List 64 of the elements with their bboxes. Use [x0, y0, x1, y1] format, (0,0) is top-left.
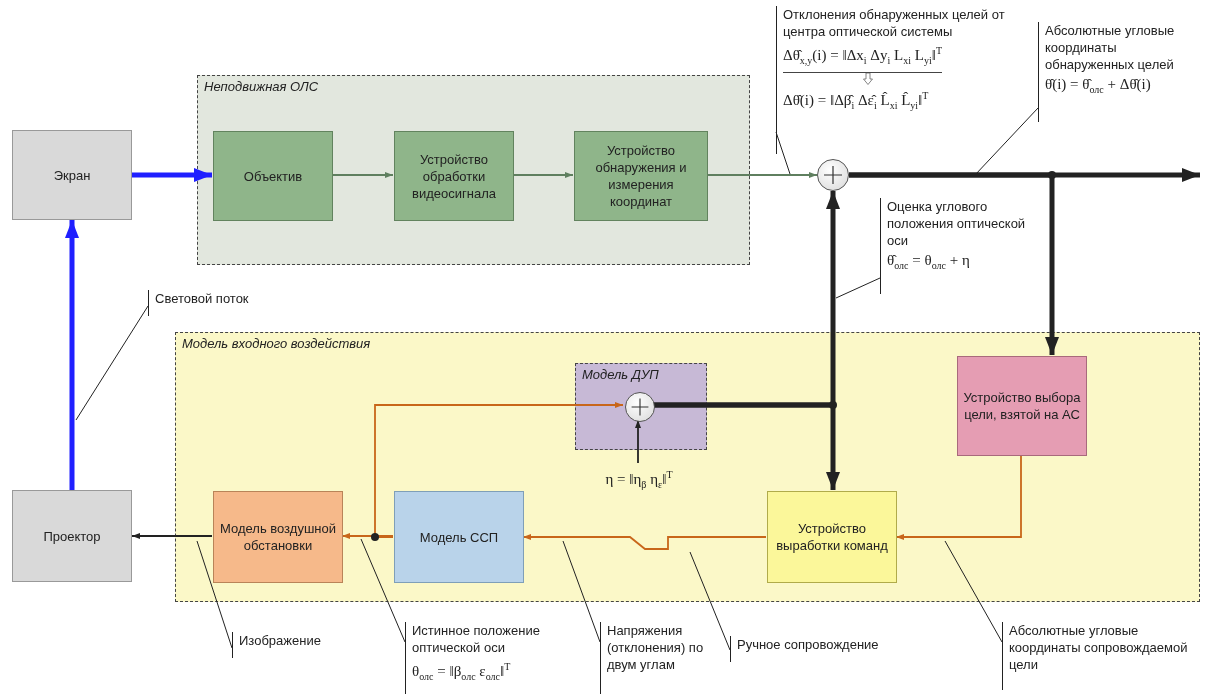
arrow [374, 402, 624, 538]
formula: θ̂$_{олс}$ = θ$_{олс}$ + η [887, 251, 970, 273]
process-block [213, 131, 333, 221]
block-label: Объектив [243, 167, 303, 185]
arrow [706, 172, 818, 178]
arrow [331, 172, 394, 178]
annotation-text: Ручное сопровождение [737, 636, 880, 653]
arrow [635, 419, 641, 464]
arrow [849, 172, 1059, 355]
formula: Δθ̂(i) = ‖Δβ̂$_{i}$ Δε̂$_{i}$ L̂$_{xi}$ L̂$_{yi}$‖$^{T}$ [783, 89, 929, 113]
process-block [213, 491, 343, 583]
leader-line [775, 131, 791, 175]
block-label: Модель воздушной обстановки [219, 520, 337, 554]
summing-junction [817, 159, 849, 191]
formula: θ̂(i) = θ̂$_{олс}$ + Δθ̂(i) [1045, 75, 1151, 97]
arrow [65, 220, 79, 490]
block-label: Устройство выбора цели, взятой на АС [962, 389, 1082, 423]
leader-line [360, 538, 406, 643]
arrow [895, 454, 1022, 540]
annotation-text: Абсолютные угловые координаты сопровождаемой цели [1009, 622, 1189, 673]
leader-line [562, 540, 601, 643]
arrow [653, 402, 840, 490]
process-block [767, 491, 897, 583]
arrow [522, 534, 767, 550]
arrow [341, 533, 394, 539]
process-block [394, 491, 524, 583]
block-label: Устройство выработки команд [775, 520, 889, 554]
formula: η = ‖η$_{β}$ η$_{ε}$‖$^{T}$ [605, 468, 673, 492]
annotation-callout [776, 6, 1008, 154]
arrow [131, 533, 213, 539]
leader-line [974, 107, 1039, 176]
process-block [957, 356, 1087, 456]
arrow [132, 168, 212, 182]
arrow [512, 172, 574, 178]
process-block [12, 130, 132, 220]
group-title: Модель входного воздействия [182, 336, 371, 351]
group-frame [575, 363, 707, 450]
group-frame [175, 332, 1200, 602]
summing-junction [625, 392, 655, 422]
block-label: Проектор [43, 527, 101, 545]
leader-line [689, 551, 731, 651]
formula: θ$_{олс}$ = ‖β$_{олс}$ ε$_{олс}$‖$^{T}$ [412, 660, 511, 684]
block-label: Экран [53, 166, 91, 184]
formula: Δθ̂$_{x,y}$(i) = ‖Δx$_{i}$ Δy$_{i}$ L$_{xi}$ L$_{yi}$‖$^{T}$ [783, 40, 943, 73]
leader-line [835, 277, 881, 299]
annotation-text: Абсолютные угловые координаты обнаруженных целей [1045, 22, 1176, 73]
group-title: Модель ДУП [582, 367, 659, 382]
leader-line [75, 305, 149, 421]
block-label: Модель ССП [419, 528, 499, 546]
process-block [574, 131, 708, 221]
block-label: Устройство обработки видеосигнала [411, 150, 497, 202]
annotation-text: Оценка углового положения оптической оси [887, 198, 1027, 249]
process-block [394, 131, 514, 221]
process-block [12, 490, 132, 582]
group-frame [197, 75, 750, 265]
annotation-text: Истинное положение оптической оси [412, 622, 541, 656]
annotation-text: Отклонения обнаруженных целей от центра оптической системы [783, 6, 1006, 40]
annotation-text: Световой поток [155, 290, 250, 307]
leader-line [196, 540, 233, 649]
annotation-text: Изображение [239, 632, 322, 649]
block-label: Устройство обнаружения и измерения координат [594, 142, 688, 210]
group-title: Неподвижная ОЛС [204, 79, 319, 94]
annotation-text: Напряжения (отклонения) по двум углам [607, 622, 705, 673]
leader-line [944, 540, 1003, 643]
